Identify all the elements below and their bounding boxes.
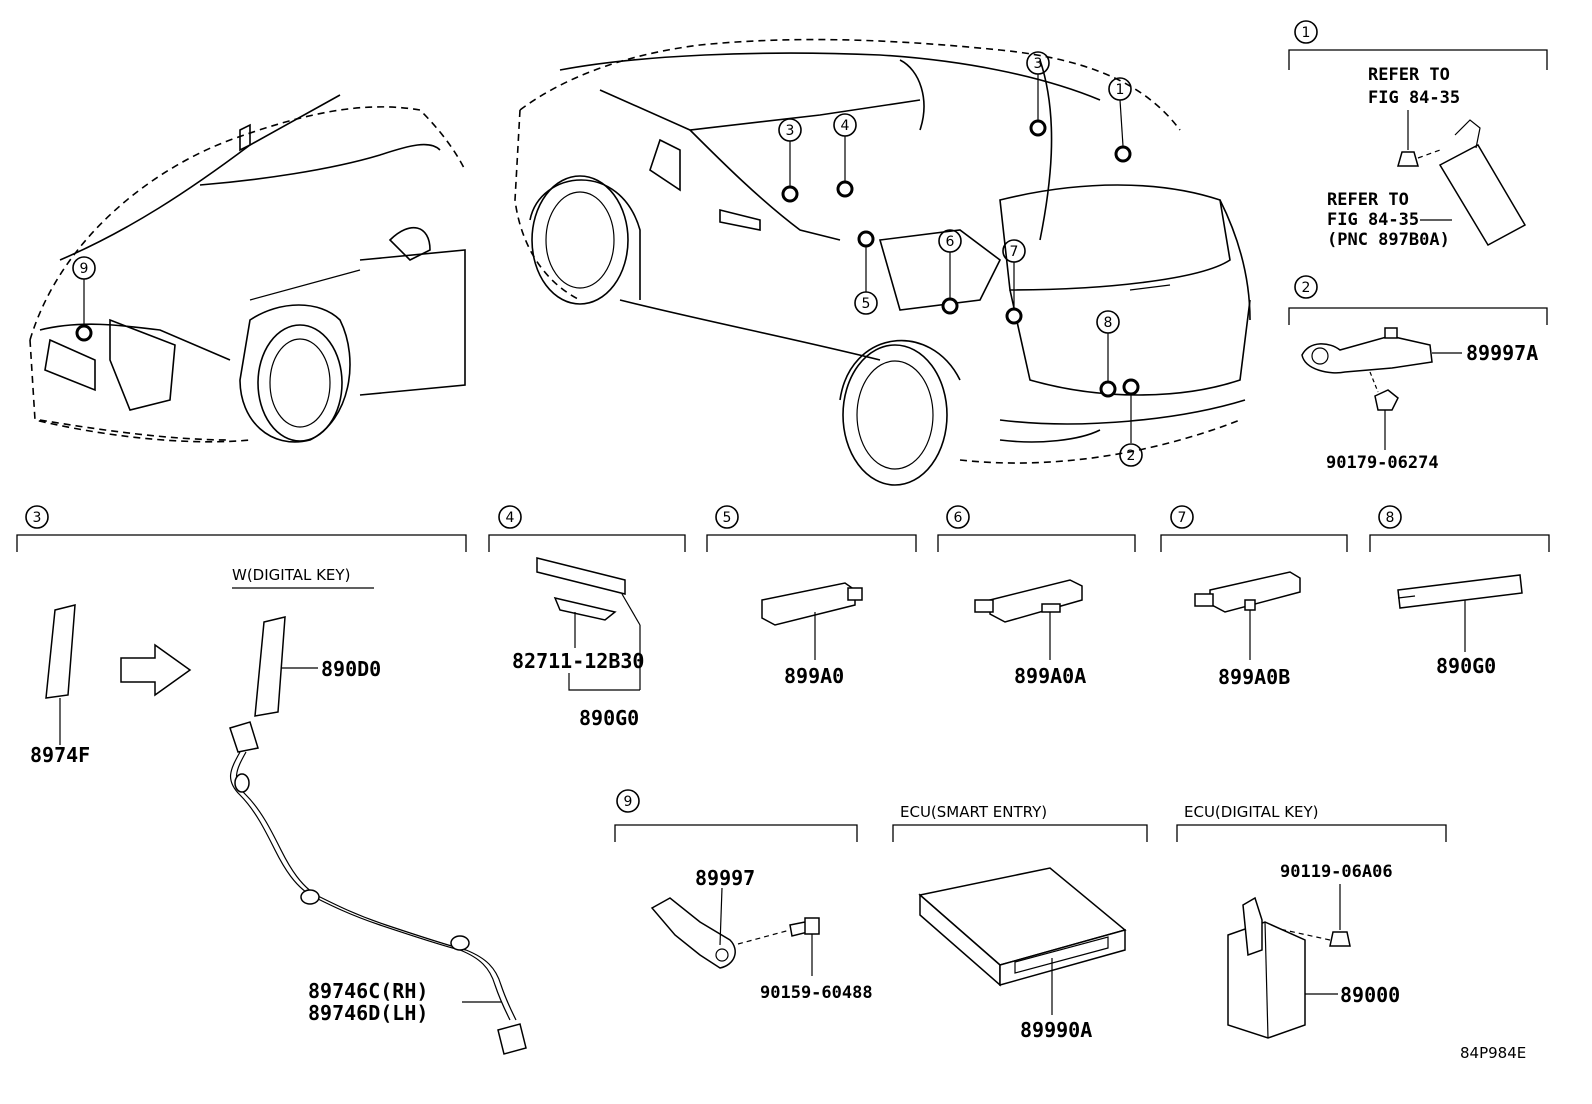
- group-8: 8 890G0: [1369, 505, 1550, 678]
- callout-6: 6: [938, 229, 962, 315]
- group-3: 3 8974F W(DIGITAL KEY) 890D0 89746C(RH) …: [16, 505, 527, 1055]
- svg-text:7: 7: [1178, 510, 1187, 526]
- callout-3b: 3: [1026, 51, 1050, 137]
- vehicle-callouts: 9 3 4 3 1: [72, 51, 1143, 467]
- svg-text:6: 6: [954, 510, 963, 526]
- callout-5: 5: [854, 230, 878, 315]
- svg-text:9: 9: [80, 261, 89, 277]
- group-9: 9 89997 90159-60488: [614, 789, 873, 1003]
- callout-1: 1: [1108, 77, 1132, 163]
- svg-text:1: 1: [1302, 25, 1311, 41]
- svg-text:8974F: 8974F: [30, 743, 90, 767]
- group-7: 7 899A0B: [1160, 505, 1348, 689]
- svg-text:8: 8: [1386, 510, 1395, 526]
- group-4: 4 82711-12B30 890G0: [488, 505, 686, 730]
- svg-text:899A0B: 899A0B: [1218, 665, 1290, 689]
- callout-3a: 3: [778, 118, 802, 203]
- svg-text:(PNC 897B0A): (PNC 897B0A): [1327, 230, 1450, 250]
- svg-text:890G0: 890G0: [1436, 654, 1496, 678]
- svg-text:2: 2: [1127, 448, 1136, 464]
- svg-text:7: 7: [1010, 244, 1019, 260]
- svg-text:5: 5: [862, 296, 871, 312]
- svg-text:1: 1: [1116, 82, 1125, 98]
- svg-text:8: 8: [1104, 315, 1113, 331]
- svg-text:89746C(RH): 89746C(RH): [308, 979, 428, 1003]
- ecu-smart-entry-group: ECU(SMART ENTRY) 89990A: [892, 803, 1148, 1042]
- svg-text:W(DIGITAL KEY): W(DIGITAL KEY): [232, 566, 350, 584]
- svg-text:REFER TO: REFER TO: [1327, 190, 1409, 210]
- svg-text:89997A: 89997A: [1466, 341, 1538, 365]
- svg-text:89997: 89997: [695, 866, 755, 890]
- group-1: 1 REFER TO FIG 84-35 REFER TO FIG 84-35 …: [1288, 20, 1548, 250]
- svg-text:899A0A: 899A0A: [1014, 664, 1086, 688]
- svg-text:90119-06A06: 90119-06A06: [1280, 862, 1393, 882]
- svg-text:3: 3: [1034, 56, 1043, 72]
- svg-text:4: 4: [506, 510, 515, 526]
- svg-text:FIG 84-35: FIG 84-35: [1327, 210, 1419, 230]
- svg-text:3: 3: [33, 510, 42, 526]
- group-2: 2 89997A 90179-06274: [1288, 275, 1548, 473]
- svg-text:82711-12B30: 82711-12B30: [512, 649, 644, 673]
- svg-text:2: 2: [1302, 280, 1311, 296]
- svg-text:REFER TO: REFER TO: [1368, 65, 1450, 85]
- svg-text:890G0: 890G0: [579, 706, 639, 730]
- svg-text:9: 9: [624, 794, 633, 810]
- front-car-illustration: [29, 94, 466, 443]
- group-5: 5 899A0: [706, 505, 917, 688]
- svg-text:5: 5: [723, 510, 732, 526]
- callout-9: 9: [72, 256, 96, 342]
- ecu-digital-key-group: ECU(DIGITAL KEY) 90119-06A06 89000: [1176, 803, 1447, 1039]
- svg-text:ECU(SMART ENTRY): ECU(SMART ENTRY): [900, 803, 1047, 821]
- svg-text:890D0: 890D0: [321, 657, 381, 681]
- group-6: 6 899A0A: [937, 505, 1136, 688]
- svg-text:6: 6: [946, 234, 955, 250]
- svg-text:FIG 84-35: FIG 84-35: [1368, 88, 1460, 108]
- figure-code: 84P984E: [1460, 1044, 1526, 1062]
- callout-8: 8: [1096, 310, 1120, 398]
- svg-text:899A0: 899A0: [784, 664, 844, 688]
- svg-text:4: 4: [841, 118, 850, 134]
- svg-text:90159-60488: 90159-60488: [760, 983, 873, 1003]
- svg-text:3: 3: [786, 123, 795, 139]
- svg-text:89746D(LH): 89746D(LH): [308, 1001, 428, 1025]
- svg-text:90179-06274: 90179-06274: [1326, 453, 1439, 473]
- rear-car-illustration: [514, 38, 1251, 486]
- svg-text:89990A: 89990A: [1020, 1018, 1092, 1042]
- svg-text:89000: 89000: [1340, 983, 1400, 1007]
- callout-4: 4: [833, 113, 857, 198]
- callout-2: 2: [1119, 378, 1143, 467]
- svg-text:ECU(DIGITAL KEY): ECU(DIGITAL KEY): [1184, 803, 1319, 821]
- callout-7: 7: [1002, 239, 1026, 325]
